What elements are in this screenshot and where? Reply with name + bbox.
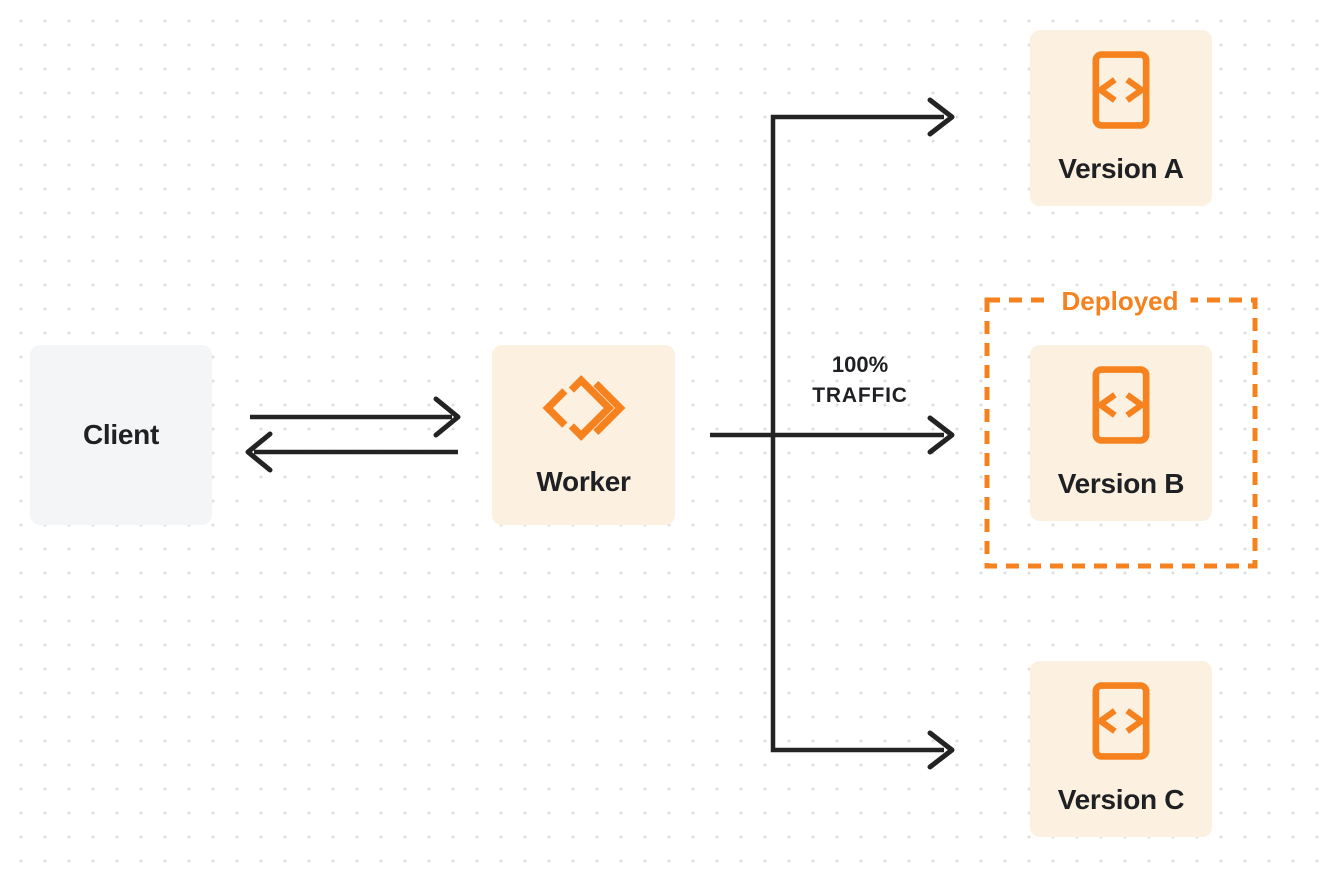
code-file-icon xyxy=(1092,366,1150,444)
arrow-worker-to-client xyxy=(245,431,458,473)
worker-label: Worker xyxy=(536,466,631,497)
node-worker: Worker xyxy=(492,345,675,525)
client-label: Client xyxy=(83,419,159,450)
traffic-label: 100% TRAFFIC xyxy=(789,350,931,412)
arrowhead-version-a xyxy=(927,97,955,137)
code-file-icon xyxy=(1092,682,1150,760)
arrow-client-to-worker xyxy=(250,396,461,438)
node-version-b: Version B xyxy=(1030,345,1212,521)
arrowhead-version-b xyxy=(927,415,955,455)
version-a-label: Version A xyxy=(1058,153,1184,184)
arrowhead-version-c xyxy=(927,730,955,770)
version-c-label: Version C xyxy=(1057,784,1185,815)
cloudflare-workers-icon xyxy=(542,375,625,441)
node-version-a: Version A xyxy=(1030,30,1212,206)
arrow-worker-to-versions xyxy=(710,97,955,770)
deployed-label: Deployed xyxy=(1049,286,1191,316)
traffic-percent: 100% xyxy=(831,352,889,377)
node-client: Client xyxy=(30,345,212,525)
code-file-icon xyxy=(1092,51,1150,129)
traffic-word: TRAFFIC xyxy=(812,384,908,407)
node-version-c: Version C xyxy=(1030,661,1212,837)
version-b-label: Version B xyxy=(1057,468,1185,499)
